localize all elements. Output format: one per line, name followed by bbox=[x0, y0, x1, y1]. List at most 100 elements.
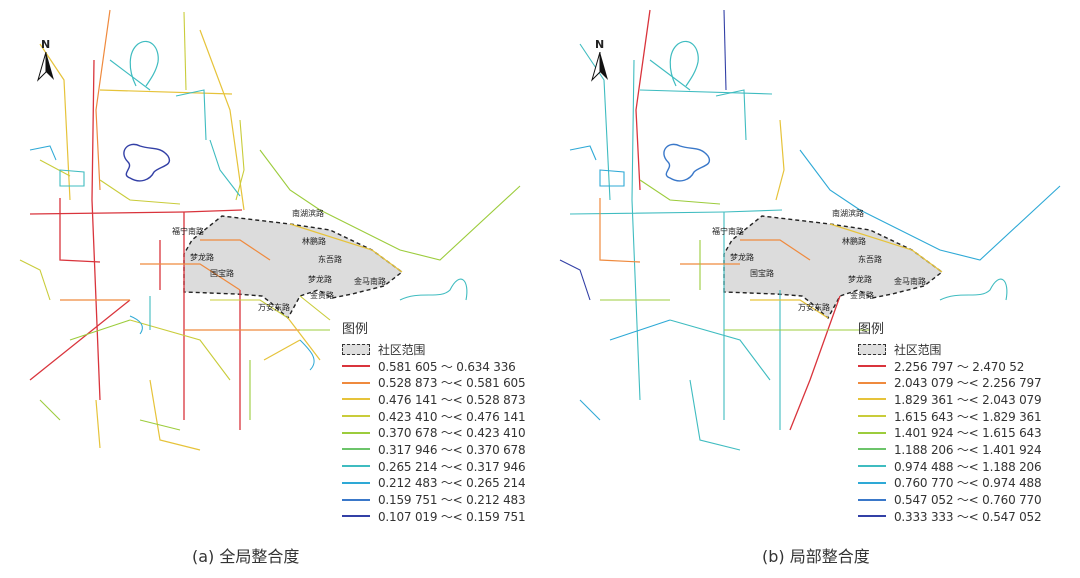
legend-class-label: 0.265 214 ～< 0.317 946 bbox=[378, 459, 526, 474]
legend-row-class: 0.107 019 ～< 0.159 751 bbox=[342, 508, 526, 525]
legend-color-swatch bbox=[342, 448, 370, 451]
legend-class-label: 1.615 643 ～< 1.829 361 bbox=[894, 409, 1042, 424]
legend-color-swatch bbox=[342, 415, 370, 418]
road-label-funing-nan: 福宁南路 bbox=[172, 227, 204, 236]
legend-class-label: 1.188 206 ～< 1.401 924 bbox=[894, 442, 1042, 457]
legend-class-label: 0.107 019 ～< 0.159 751 bbox=[378, 509, 526, 524]
community-boundary bbox=[183, 215, 404, 320]
community-swatch bbox=[858, 343, 886, 355]
legend-color-swatch bbox=[858, 481, 886, 484]
north-arrow: N bbox=[36, 38, 58, 88]
panel-caption: (a) 全局整合度 bbox=[192, 547, 300, 566]
legend-color-swatch bbox=[342, 498, 370, 501]
legend-class-label: 1.829 361 ～< 2.043 079 bbox=[894, 392, 1042, 407]
road-label-wanan-dong: 万安东路 bbox=[798, 303, 830, 312]
north-label: N bbox=[41, 38, 51, 51]
road-label-jingui: 金贵路 bbox=[310, 291, 334, 300]
legend-class-label: 1.401 924 ～< 1.615 643 bbox=[894, 426, 1042, 441]
north-arrow-icon bbox=[590, 52, 608, 82]
north-arrow-icon bbox=[36, 52, 54, 82]
road-label-funing-nan: 福宁南路 bbox=[712, 227, 744, 236]
road-label-nanhu-binhu: 南湖滨路 bbox=[292, 209, 324, 218]
legend-color-swatch bbox=[858, 431, 886, 434]
legend-color-swatch bbox=[858, 398, 886, 401]
lake bbox=[123, 143, 171, 182]
legend-class-label: 2.043 079 ～< 2.256 797 bbox=[894, 376, 1042, 391]
legend-row-class: 0.974 488 ～< 1.188 206 bbox=[858, 458, 1042, 475]
road-network-map bbox=[559, 9, 1061, 451]
legend-row-class: 0.317 946 ～< 0.370 678 bbox=[342, 441, 526, 458]
road-label-jinma-nan: 金马南路 bbox=[894, 277, 926, 286]
legend-color-swatch bbox=[858, 381, 886, 384]
legend-class-label: 0.760 770 ～< 0.974 488 bbox=[894, 476, 1042, 491]
legend-class-label: 0.581 605 ～ 0.634 336 bbox=[378, 359, 516, 374]
legend-class-label: 0.317 946 ～< 0.370 678 bbox=[378, 442, 526, 457]
legend-color-swatch bbox=[858, 498, 886, 501]
legend-row-class: 0.370 678 ～< 0.423 410 bbox=[342, 424, 526, 441]
road-label-menglong-1: 梦龙路 bbox=[730, 253, 754, 262]
legend: 图例 社区范围 0.581 605 ～ 0.634 336 0.528 873 ～… bbox=[342, 318, 526, 525]
road-label-guobao: 国宝路 bbox=[210, 269, 234, 278]
legend-row-class: 0.760 770 ～< 0.974 488 bbox=[858, 475, 1042, 492]
legend-row-class: 0.159 751 ～< 0.212 483 bbox=[342, 491, 526, 508]
legend-row-community: 社区范围 bbox=[342, 341, 525, 358]
legend-row-class: 1.188 206 ～< 1.401 924 bbox=[858, 441, 1042, 458]
legend-class-label: 0.476 141 ～< 0.528 873 bbox=[378, 392, 526, 407]
legend-community-label: 社区范围 bbox=[378, 342, 426, 357]
road-label-dongwu: 东吾路 bbox=[858, 255, 882, 264]
legend-row-class: 1.615 643 ～< 1.829 361 bbox=[858, 408, 1042, 425]
legend-color-swatch bbox=[858, 515, 886, 518]
panel-local-integration: N 南湖滨路 福宁南路 林鹏路 东吾路 梦龙路 国宝路 梦龙路 金马南路 金贵路… bbox=[540, 0, 1080, 578]
road-label-linpeng: 林鹏路 bbox=[302, 237, 326, 246]
panel-global-integration: N 南湖滨路 福宁南路 林鹏路 东吾路 梦龙路 国宝路 梦龙路 金马南路 金贵路… bbox=[19, 9, 526, 566]
legend-color-swatch bbox=[342, 481, 370, 484]
lake bbox=[663, 143, 711, 182]
legend-row-class: 0.476 141 ～< 0.528 873 bbox=[342, 391, 526, 408]
legend-row-class: 0.212 483 ～< 0.265 214 bbox=[342, 475, 526, 492]
legend-classes: 0.581 605 ～ 0.634 336 0.528 873 ～< 0.581 … bbox=[342, 358, 526, 525]
road-label-jingui: 金贵路 bbox=[850, 291, 874, 300]
legend-color-swatch bbox=[342, 515, 370, 518]
legend-class-label: 2.256 797 ～ 2.470 52 bbox=[894, 359, 1025, 374]
legend-row-class: 2.256 797 ～ 2.470 52 bbox=[858, 358, 1041, 375]
north-arrow: N bbox=[590, 38, 612, 88]
road-label-menglong-2: 梦龙路 bbox=[848, 275, 872, 284]
legend-color-swatch bbox=[342, 465, 370, 468]
legend-row-class: 0.423 410 ～< 0.476 141 bbox=[342, 408, 526, 425]
legend-class-label: 0.423 410 ～< 0.476 141 bbox=[378, 409, 526, 424]
legend-row-class: 0.265 214 ～< 0.317 946 bbox=[342, 458, 526, 475]
road-label-menglong-2: 梦龙路 bbox=[308, 275, 332, 284]
legend-community-label: 社区范围 bbox=[894, 342, 942, 357]
legend-row-class: 0.528 873 ～< 0.581 605 bbox=[342, 374, 526, 391]
legend-class-label: 0.333 333 ～< 0.547 052 bbox=[894, 509, 1042, 524]
legend-class-label: 0.159 751 ～< 0.212 483 bbox=[378, 493, 526, 508]
legend-row-class: 1.401 924 ～< 1.615 643 bbox=[858, 424, 1042, 441]
legend-color-swatch bbox=[858, 465, 886, 468]
legend-color-swatch bbox=[342, 381, 370, 384]
legend-row-class: 0.333 333 ～< 0.547 052 bbox=[858, 508, 1042, 525]
legend-class-label: 0.974 488 ～< 1.188 206 bbox=[894, 459, 1042, 474]
legend-class-label: 0.212 483 ～< 0.265 214 bbox=[378, 476, 526, 491]
road-network-map bbox=[19, 9, 521, 451]
legend-class-label: 0.370 678 ～< 0.423 410 bbox=[378, 426, 526, 441]
legend-class-label: 0.528 873 ～< 0.581 605 bbox=[378, 376, 526, 391]
road-loop-north bbox=[669, 40, 699, 87]
legend-row-community: 社区范围 bbox=[858, 341, 1041, 358]
legend-row-class: 0.581 605 ～ 0.634 336 bbox=[342, 358, 525, 375]
road-label-dongwu: 东吾路 bbox=[318, 255, 342, 264]
road-label-nanhu-binhu: 南湖滨路 bbox=[832, 209, 864, 218]
legend-classes: 2.256 797 ～ 2.470 52 2.043 079 ～< 2.256 7… bbox=[858, 358, 1042, 525]
road-label-menglong-1: 梦龙路 bbox=[190, 253, 214, 262]
legend-color-swatch bbox=[342, 365, 370, 368]
community-swatch bbox=[342, 343, 370, 355]
legend: 图例 社区范围 2.256 797 ～ 2.470 52 2.043 079 ～<… bbox=[858, 318, 1042, 525]
north-label: N bbox=[595, 38, 605, 51]
legend-color-swatch bbox=[858, 365, 886, 368]
legend-title: 图例 bbox=[342, 322, 369, 337]
community-boundary bbox=[723, 215, 944, 320]
legend-class-label: 0.547 052 ～< 0.760 770 bbox=[894, 493, 1042, 508]
legend-row-class: 2.043 079 ～< 2.256 797 bbox=[858, 374, 1042, 391]
legend-title: 图例 bbox=[858, 322, 885, 337]
legend-color-swatch bbox=[342, 431, 370, 434]
legend-color-swatch bbox=[858, 448, 886, 451]
